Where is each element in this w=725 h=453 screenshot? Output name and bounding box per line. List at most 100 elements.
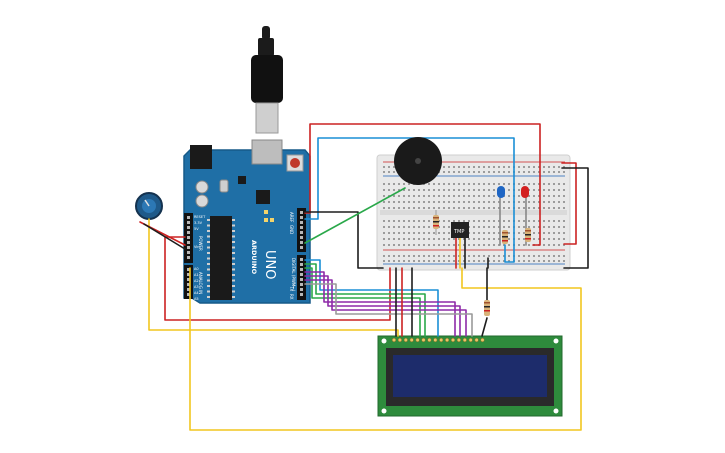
lcd-pin[interactable] [439, 337, 444, 343]
header-pin[interactable] [187, 241, 190, 244]
header-pin[interactable] [187, 246, 190, 249]
wire-buzzer[interactable] [304, 187, 406, 244]
wire-5v-top[interactable] [304, 123, 541, 246]
breadboard-hole [433, 232, 435, 234]
header-pin[interactable] [300, 221, 303, 224]
header-pin[interactable] [300, 288, 303, 291]
header-pin[interactable] [187, 231, 190, 234]
header-pin[interactable] [187, 221, 190, 224]
lcd-pin[interactable] [462, 337, 467, 343]
breadboard-hole [488, 255, 490, 257]
header-pin[interactable] [300, 226, 303, 229]
lcd-pin[interactable] [415, 337, 420, 343]
resistor-buzzer[interactable] [433, 210, 439, 235]
analog-header[interactable] [184, 265, 193, 299]
header-pin[interactable] [300, 211, 303, 214]
wire-rail-red[interactable] [561, 162, 577, 245]
piezo-buzzer[interactable] [394, 137, 442, 185]
lcd-pin[interactable] [480, 337, 485, 343]
lcd-pin[interactable] [450, 337, 456, 343]
header-pin[interactable] [187, 251, 190, 254]
header-pin[interactable] [300, 273, 303, 276]
wire-lcd-led-minus[interactable] [481, 317, 488, 337]
temperature-sensor[interactable]: TMP [451, 222, 469, 238]
resistor-lcd-backlight[interactable] [484, 300, 490, 316]
header-pin[interactable] [187, 226, 190, 229]
breadboard-hole [473, 232, 475, 234]
lcd-pin[interactable] [427, 337, 432, 343]
breadboard-hole [553, 226, 555, 228]
lcd-pin[interactable] [445, 337, 450, 343]
breadboard-hole [438, 232, 440, 234]
digital-header-low[interactable] [297, 255, 306, 300]
wire-lcd-d[interactable] [304, 263, 426, 337]
potentiometer[interactable] [135, 192, 163, 220]
led-red[interactable] [521, 186, 529, 198]
lcd-pin[interactable] [456, 337, 461, 343]
wire-rail-black[interactable] [561, 167, 589, 269]
lcd-pin[interactable] [421, 337, 426, 343]
breadboard-hole [548, 171, 550, 173]
wire-a0-sensor[interactable] [189, 267, 582, 431]
breadboard-hole [553, 238, 555, 240]
arduino-uno-board[interactable]: ARDUINO UNO AREF GND DIGITAL (PWM~) TX R… [183, 26, 311, 304]
wire-pot-wiper[interactable] [148, 218, 399, 337]
breadboard-hole [393, 171, 395, 173]
breadboard-hole [508, 171, 510, 173]
header-pin[interactable] [300, 246, 303, 249]
header-pin[interactable] [187, 288, 190, 291]
breadboard-hole [428, 183, 430, 185]
header-pin[interactable] [300, 278, 303, 281]
breadboard-hole [418, 260, 420, 262]
header-pin[interactable] [300, 283, 303, 286]
header-pin[interactable] [300, 263, 303, 266]
header-pin[interactable] [187, 278, 190, 281]
lcd-pin-header[interactable] [391, 337, 485, 343]
header-pin[interactable] [300, 236, 303, 239]
header-pin[interactable] [187, 283, 190, 286]
breadboard-hole [433, 201, 435, 203]
chip-pin [207, 235, 210, 238]
breadboard-hole [508, 183, 510, 185]
resistor-led-blue[interactable] [502, 230, 508, 244]
header-pin[interactable] [187, 273, 190, 276]
breadboard-hole [523, 207, 525, 209]
lcd-pin[interactable] [409, 337, 414, 343]
header-pin[interactable] [300, 216, 303, 219]
wire-lcd-d[interactable] [304, 283, 473, 337]
lcd-16x2[interactable] [377, 335, 563, 417]
header-pin[interactable] [187, 236, 190, 239]
header-pin[interactable] [300, 231, 303, 234]
header-pin[interactable] [187, 256, 190, 259]
breadboard-hole [563, 260, 565, 262]
breadboard-hole [503, 260, 505, 262]
lcd-pin[interactable] [474, 337, 479, 343]
header-pin[interactable] [187, 268, 190, 271]
breadboard-hole [398, 207, 400, 209]
lcd-pin[interactable] [433, 337, 438, 343]
header-pin[interactable] [187, 293, 190, 296]
breadboard-hole [423, 220, 425, 222]
resistor-led-red[interactable] [525, 228, 531, 242]
lcd-pin[interactable] [397, 337, 402, 343]
header-pin[interactable] [300, 258, 303, 261]
lcd-pin[interactable] [391, 337, 397, 343]
led-blue[interactable] [497, 186, 505, 198]
lcd-pin[interactable] [403, 337, 408, 343]
breadboard-hole [483, 226, 485, 228]
wire-lcd-d[interactable] [304, 275, 461, 337]
digital-header-high[interactable] [297, 208, 306, 252]
wire-lcd-d[interactable] [304, 279, 467, 337]
lcd-mount-hole [553, 408, 559, 414]
header-pin[interactable] [300, 241, 303, 244]
header-pin[interactable] [300, 293, 303, 296]
header-pin[interactable] [300, 268, 303, 271]
wire-pot-gnd[interactable] [143, 223, 186, 250]
header-pin[interactable] [187, 216, 190, 219]
breadboard-hole [518, 183, 520, 185]
breadboard-hole [393, 220, 395, 222]
wire-gnd[interactable] [304, 211, 384, 269]
lcd-pin[interactable] [468, 337, 473, 343]
reset-button[interactable] [290, 158, 300, 168]
wire-blue-top[interactable] [304, 137, 515, 263]
